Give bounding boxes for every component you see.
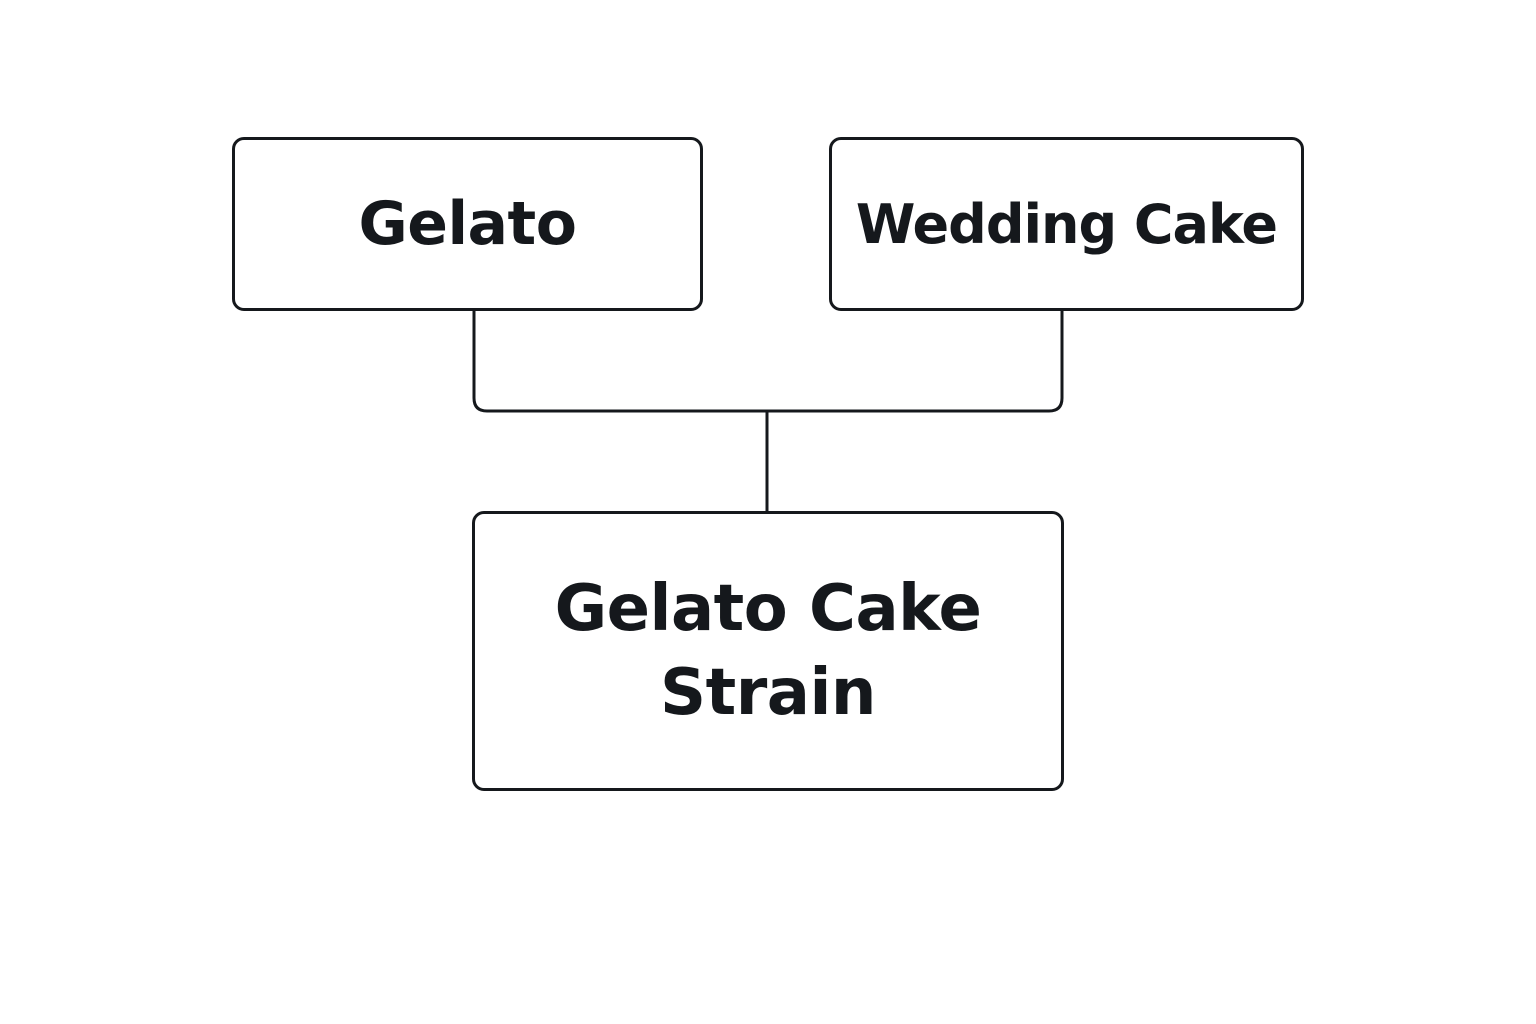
parent-node-label: Wedding Cake bbox=[855, 192, 1278, 256]
connector-wedding-cake-to-junction bbox=[767, 311, 1064, 413]
parent-node-gelato: Gelato bbox=[232, 137, 703, 311]
child-node-gelato-cake-strain: Gelato Cake Strain bbox=[472, 511, 1064, 791]
connector-gelato-to-junction bbox=[472, 311, 767, 413]
parent-node-wedding-cake: Wedding Cake bbox=[829, 137, 1304, 311]
parent-node-label: Gelato bbox=[358, 189, 577, 259]
child-node-label: Gelato Cake Strain bbox=[554, 572, 982, 730]
